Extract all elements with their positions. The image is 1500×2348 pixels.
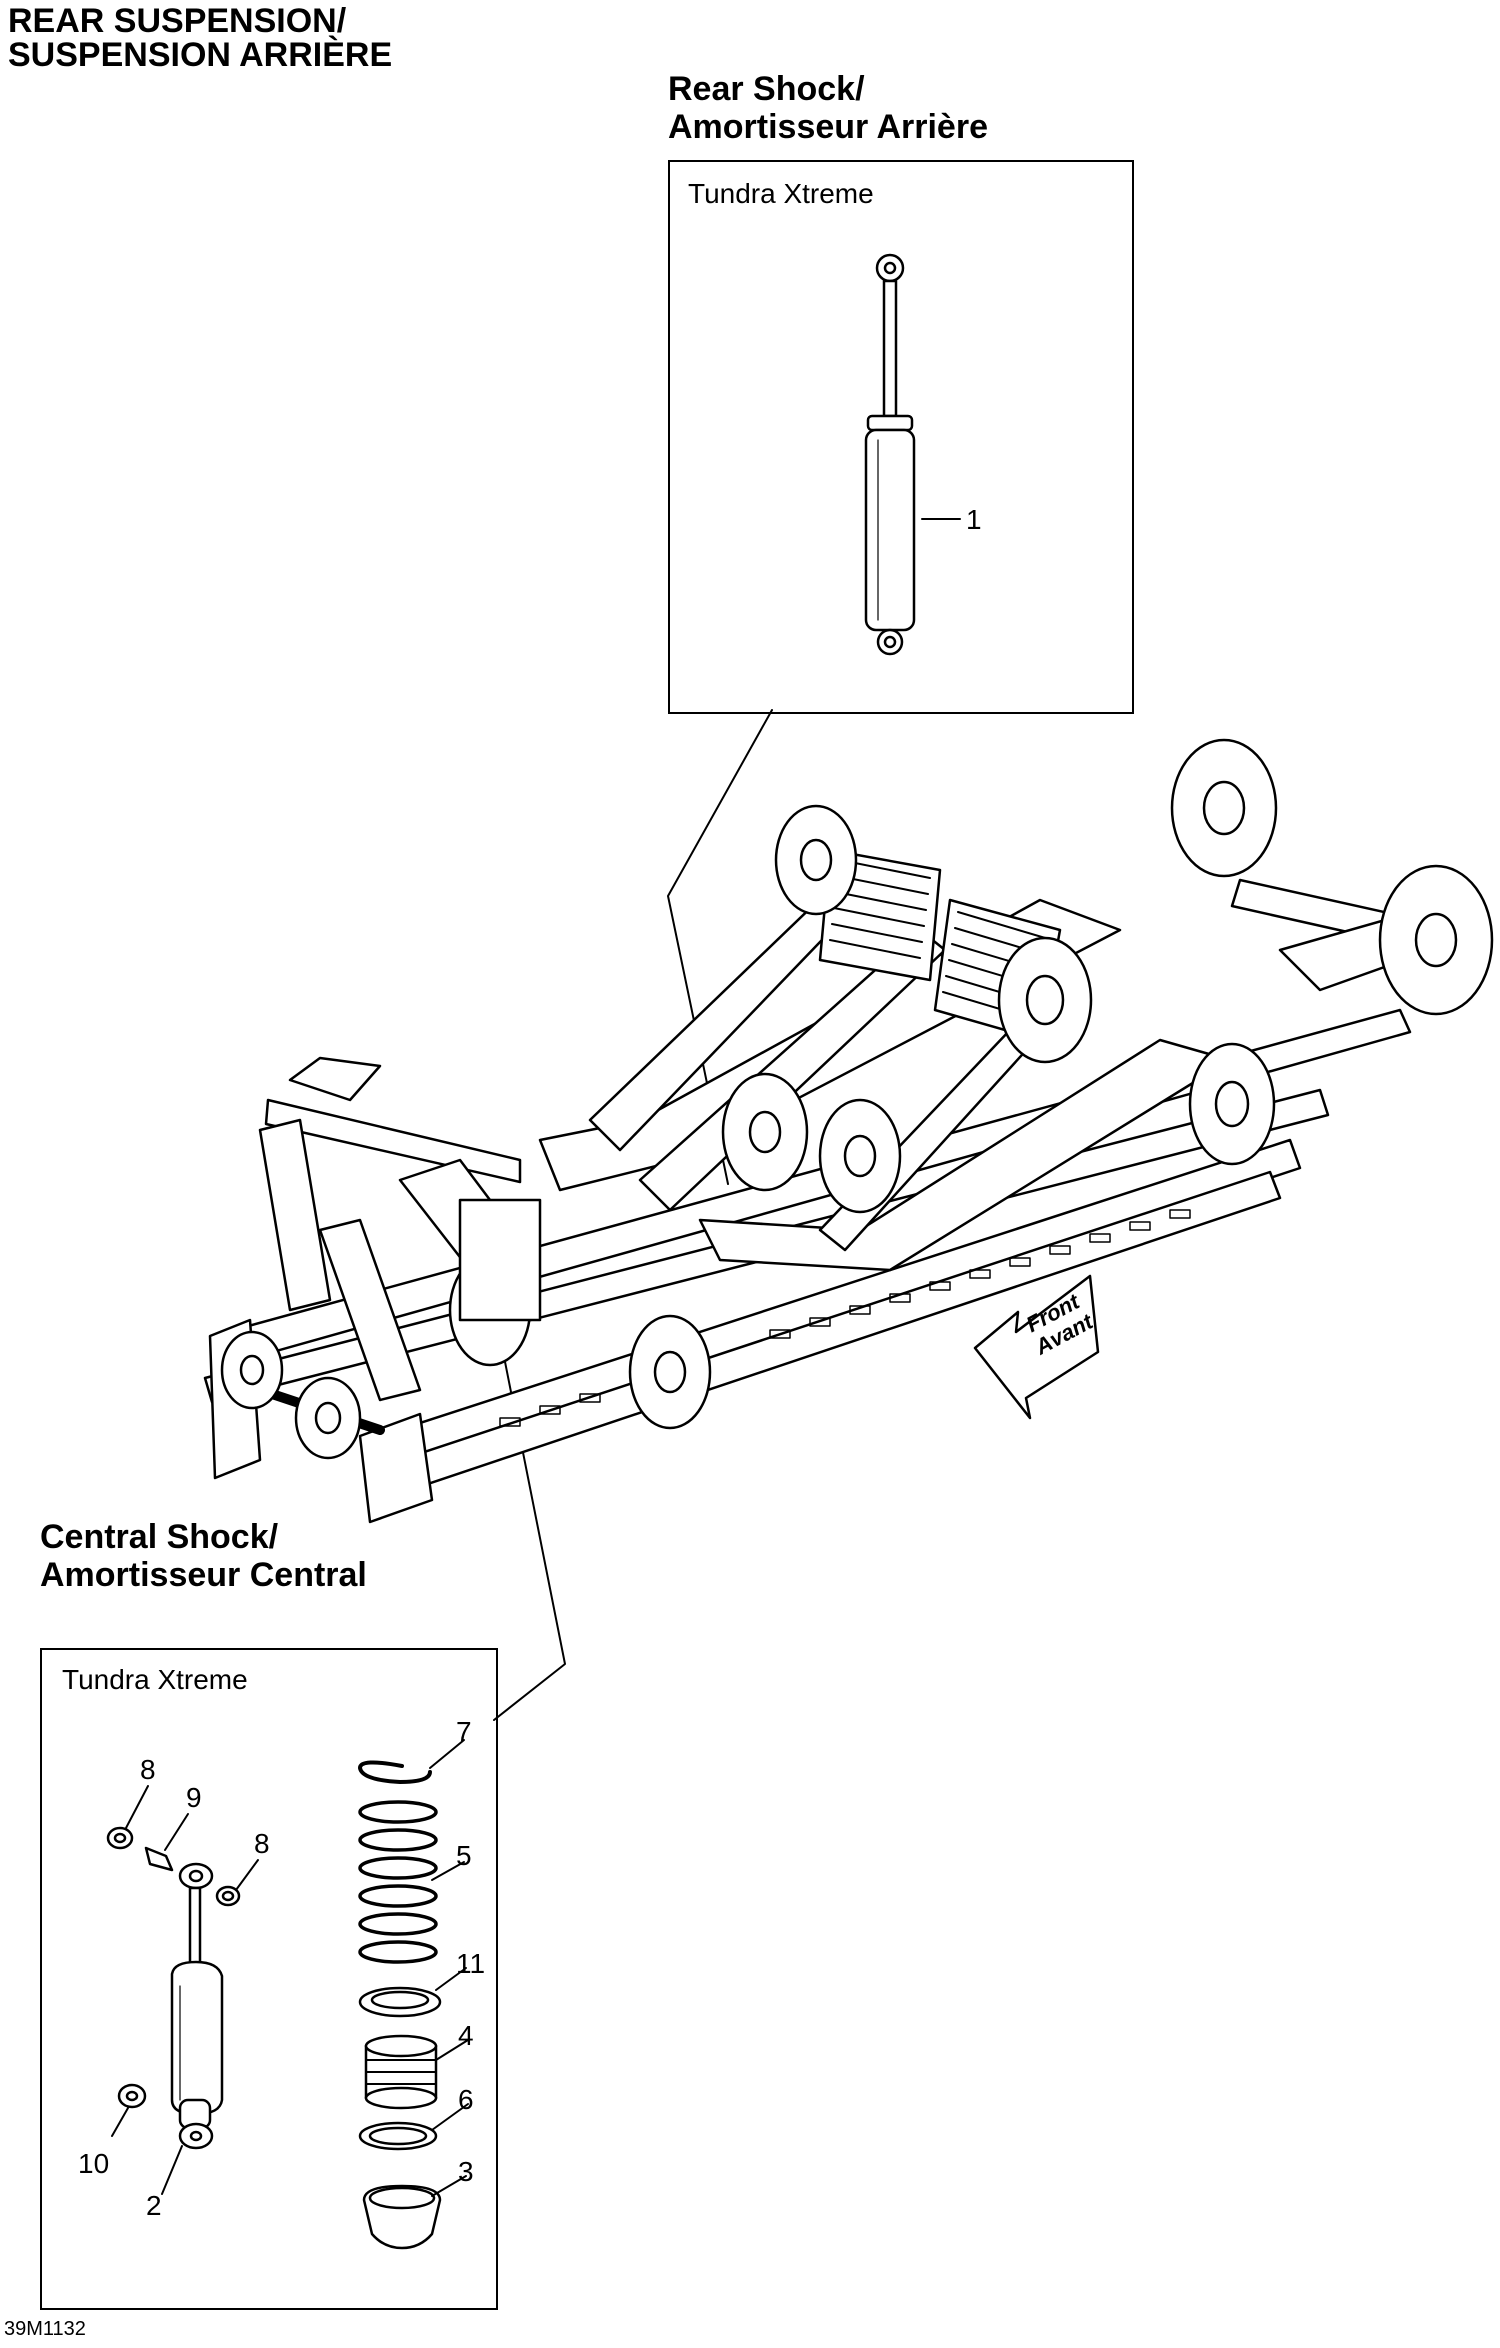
callout-11: 11 <box>456 1948 486 1979</box>
central-spring-5 <box>358 1800 438 1964</box>
callout-2: 2 <box>146 2190 162 2221</box>
rear-suspension-frame <box>203 848 1462 1524</box>
title-line-1: REAR SUSPENSION/ <box>8 2 347 40</box>
callout-8b: 8 <box>254 1828 270 1859</box>
leader-central-box <box>483 1255 566 1721</box>
idler-wheels <box>220 738 1494 1460</box>
central-shock-heading-fr: Amortisseur Central <box>40 1556 367 1594</box>
central-shock-heading-en: Central Shock/ <box>40 1518 279 1556</box>
title-line-2: SUSPENSION ARRIÈRE <box>8 36 393 74</box>
front-arrow-icon <box>973 1274 1100 1420</box>
callout-9: 9 <box>186 1782 202 1813</box>
central-seat-11 <box>358 1986 442 2018</box>
callout-5: 5 <box>456 1840 472 1871</box>
central-bushing-8a <box>106 1826 134 1850</box>
rear-shock-heading: Rear Shock/ Amortisseur Arrière <box>668 70 988 146</box>
central-bushing-10 <box>117 2083 147 2109</box>
central-shock-heading: Central Shock/ Amortisseur Central <box>40 1518 367 1594</box>
page-title: REAR SUSPENSION/ SUSPENSION ARRIÈRE <box>8 4 392 72</box>
callout-7: 7 <box>456 1716 472 1747</box>
callout-4: 4 <box>458 2020 474 2051</box>
central-washer-6 <box>358 2121 438 2151</box>
rear-shock-model-label: Tundra Xtreme <box>688 178 874 209</box>
central-ring-7 <box>358 1760 432 1784</box>
central-adjuster-4 <box>364 2034 438 2110</box>
callout-3: 3 <box>458 2156 474 2187</box>
callout-6: 6 <box>458 2084 474 2115</box>
callout-8a: 8 <box>140 1754 156 1785</box>
central-sleeve-9 <box>144 1846 174 1872</box>
central-shock-model-label: Tundra Xtreme <box>62 1664 248 1695</box>
rear-shock-heading-en: Rear Shock/ <box>668 70 865 108</box>
central-leaders <box>111 1739 469 2197</box>
central-cam-3 <box>362 2184 442 2250</box>
rear-shock-heading-fr: Amortisseur Arrière <box>668 108 988 146</box>
central-shock-absorber <box>170 1862 224 2150</box>
callout-10: 10 <box>78 2148 110 2179</box>
callout-1: 1 <box>966 504 982 535</box>
central-bushing-8b <box>215 1885 241 1907</box>
rear-shock-absorber <box>864 253 916 656</box>
diagram-code: 39M1132 <box>4 2318 86 2340</box>
